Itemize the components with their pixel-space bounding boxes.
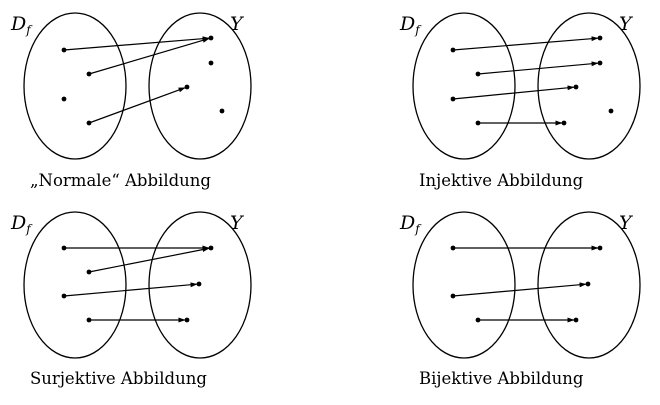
mapping-arrow [477,61,599,75]
codomain-element [208,35,214,41]
codomain-set [148,211,252,359]
domain-element [475,71,481,77]
codomain-label: Y [230,13,245,35]
domain-label: Df [399,13,422,37]
mapping-arrow [88,247,210,273]
codomain-set [537,211,641,359]
domain-set [412,211,516,359]
domain-element [61,96,67,102]
domain-label: Df [399,212,422,236]
domain-element [86,269,92,275]
mapping-arrow [452,282,587,297]
domain-set [23,211,127,359]
mapping-arrow [63,282,198,297]
domain-element [450,47,456,53]
mapping-arrow [452,36,599,51]
codomain-label: Y [619,212,634,234]
codomain-element [597,245,603,251]
domain-element [86,120,92,126]
panel-bijective: Df Y Bijektive Abbildung [399,211,641,388]
unmapped-codomain-element [608,108,614,114]
domain-element [475,317,481,323]
mapping-layer [61,245,214,323]
domain-label: Df [10,212,33,236]
mapping-layer [450,35,614,126]
codomain-label: Y [619,13,634,35]
panel-surjective: Df Y Surjektive Abbildung [10,211,252,388]
codomain-element [597,35,603,41]
domain-element [86,317,92,323]
domain-set [412,12,516,160]
mapping-arrow [88,38,210,75]
mapping-arrow [63,36,210,51]
mapping-layer [450,245,603,323]
panel-injective: Df Y Injektive Abbildung [399,12,641,190]
domain-set [23,12,127,160]
panel-caption: Surjektive Abbildung [30,369,207,388]
domain-element [475,120,481,126]
domain-element [450,96,456,102]
mapping-layer [61,35,225,126]
codomain-element [585,281,591,287]
mapping-arrow [88,87,186,124]
domain-element [450,293,456,299]
codomain-element [184,84,190,90]
domain-element [86,71,92,77]
codomain-element [573,317,579,323]
domain-element [61,47,67,53]
codomain-element [597,60,603,66]
domain-element [450,245,456,251]
codomain-label: Y [230,212,245,234]
unmapped-codomain-element [208,60,214,66]
codomain-element [208,245,214,251]
panel-caption: „Normale“ Abbildung [30,171,211,190]
codomain-element [561,120,567,126]
codomain-element [196,281,202,287]
codomain-set [537,12,641,160]
domain-element [61,245,67,251]
codomain-element [184,317,190,323]
domain-element [61,293,67,299]
panel-caption: Bijektive Abbildung [419,369,584,388]
codomain-set [148,12,252,160]
panel-caption: Injektive Abbildung [419,171,584,190]
unmapped-codomain-element [219,108,225,114]
domain-label: Df [10,13,33,37]
panel-normal: Df Y „Normale“ Abbildung [10,12,252,190]
mapping-arrow [452,85,575,100]
codomain-element [573,84,579,90]
